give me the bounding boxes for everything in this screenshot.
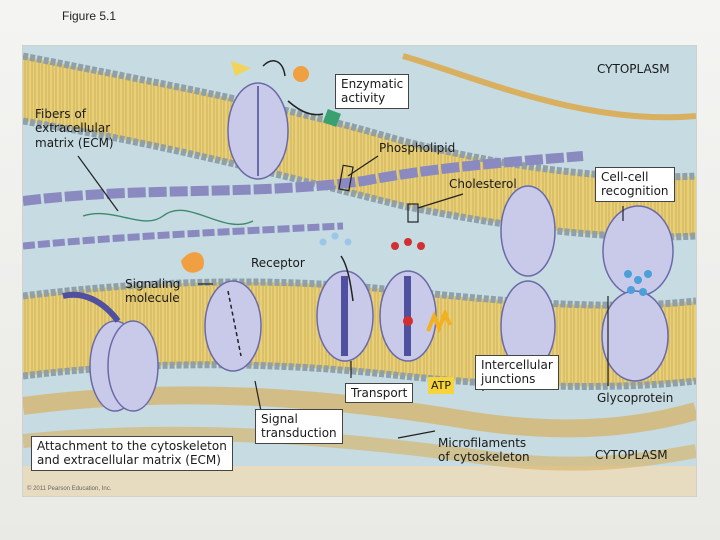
- label-receptor: Receptor: [251, 256, 305, 270]
- receptor-protein: [181, 252, 262, 372]
- substrate-sphere: [293, 66, 309, 82]
- label-cytoplasm-top: CYTOPLASM: [597, 62, 670, 76]
- transport-proteins: [316, 232, 452, 362]
- label-microfilaments: Microfilaments of cytoskeleton: [438, 436, 530, 465]
- label-phospholipid: Phospholipid: [379, 141, 456, 155]
- label-enzymatic-activity: Enzymatic activity: [335, 74, 410, 109]
- figure-title: Figure 5.1: [62, 9, 117, 23]
- product-square: [323, 109, 341, 127]
- label-cell-cell-recognition: Cell-cell recognition: [595, 167, 675, 202]
- label-cytoplasm-bottom: CYTOPLASM: [595, 448, 668, 462]
- label-signal-transduction: Signal transduction: [255, 409, 343, 444]
- enzyme-protein: [227, 61, 341, 180]
- label-transport: Transport: [345, 383, 414, 404]
- copyright-notice: © 2011 Pearson Education, Inc.: [27, 486, 112, 492]
- glycoprotein-recognition: [601, 205, 674, 382]
- membrane-illustration: [23, 46, 696, 496]
- label-fibers-ecm: Fibers of extracellular matrix (ECM): [35, 107, 114, 150]
- label-attachment: Attachment to the cytoskeleton and extra…: [31, 436, 233, 471]
- label-glycoprotein: Glycoprotein: [597, 391, 674, 405]
- process-arrows: [262, 60, 354, 302]
- ecm-fibers: [23, 53, 696, 250]
- intercellular-junction-proteins: [500, 185, 556, 372]
- label-cholesterol: Cholesterol: [449, 177, 517, 191]
- attachment-proteins: [62, 291, 159, 412]
- cytoplasm-region: [23, 466, 696, 496]
- label-signaling-molecule: Signaling molecule: [125, 277, 181, 306]
- membrane-diagram: Enzymatic activity CYTOPLASM Fibers of e…: [22, 45, 697, 497]
- label-intercellular-junctions: Intercellular junctions: [475, 355, 559, 390]
- label-atp: ATP: [428, 377, 455, 395]
- signaling-molecule-shape: [181, 252, 204, 273]
- substrate-triangle: [231, 61, 251, 76]
